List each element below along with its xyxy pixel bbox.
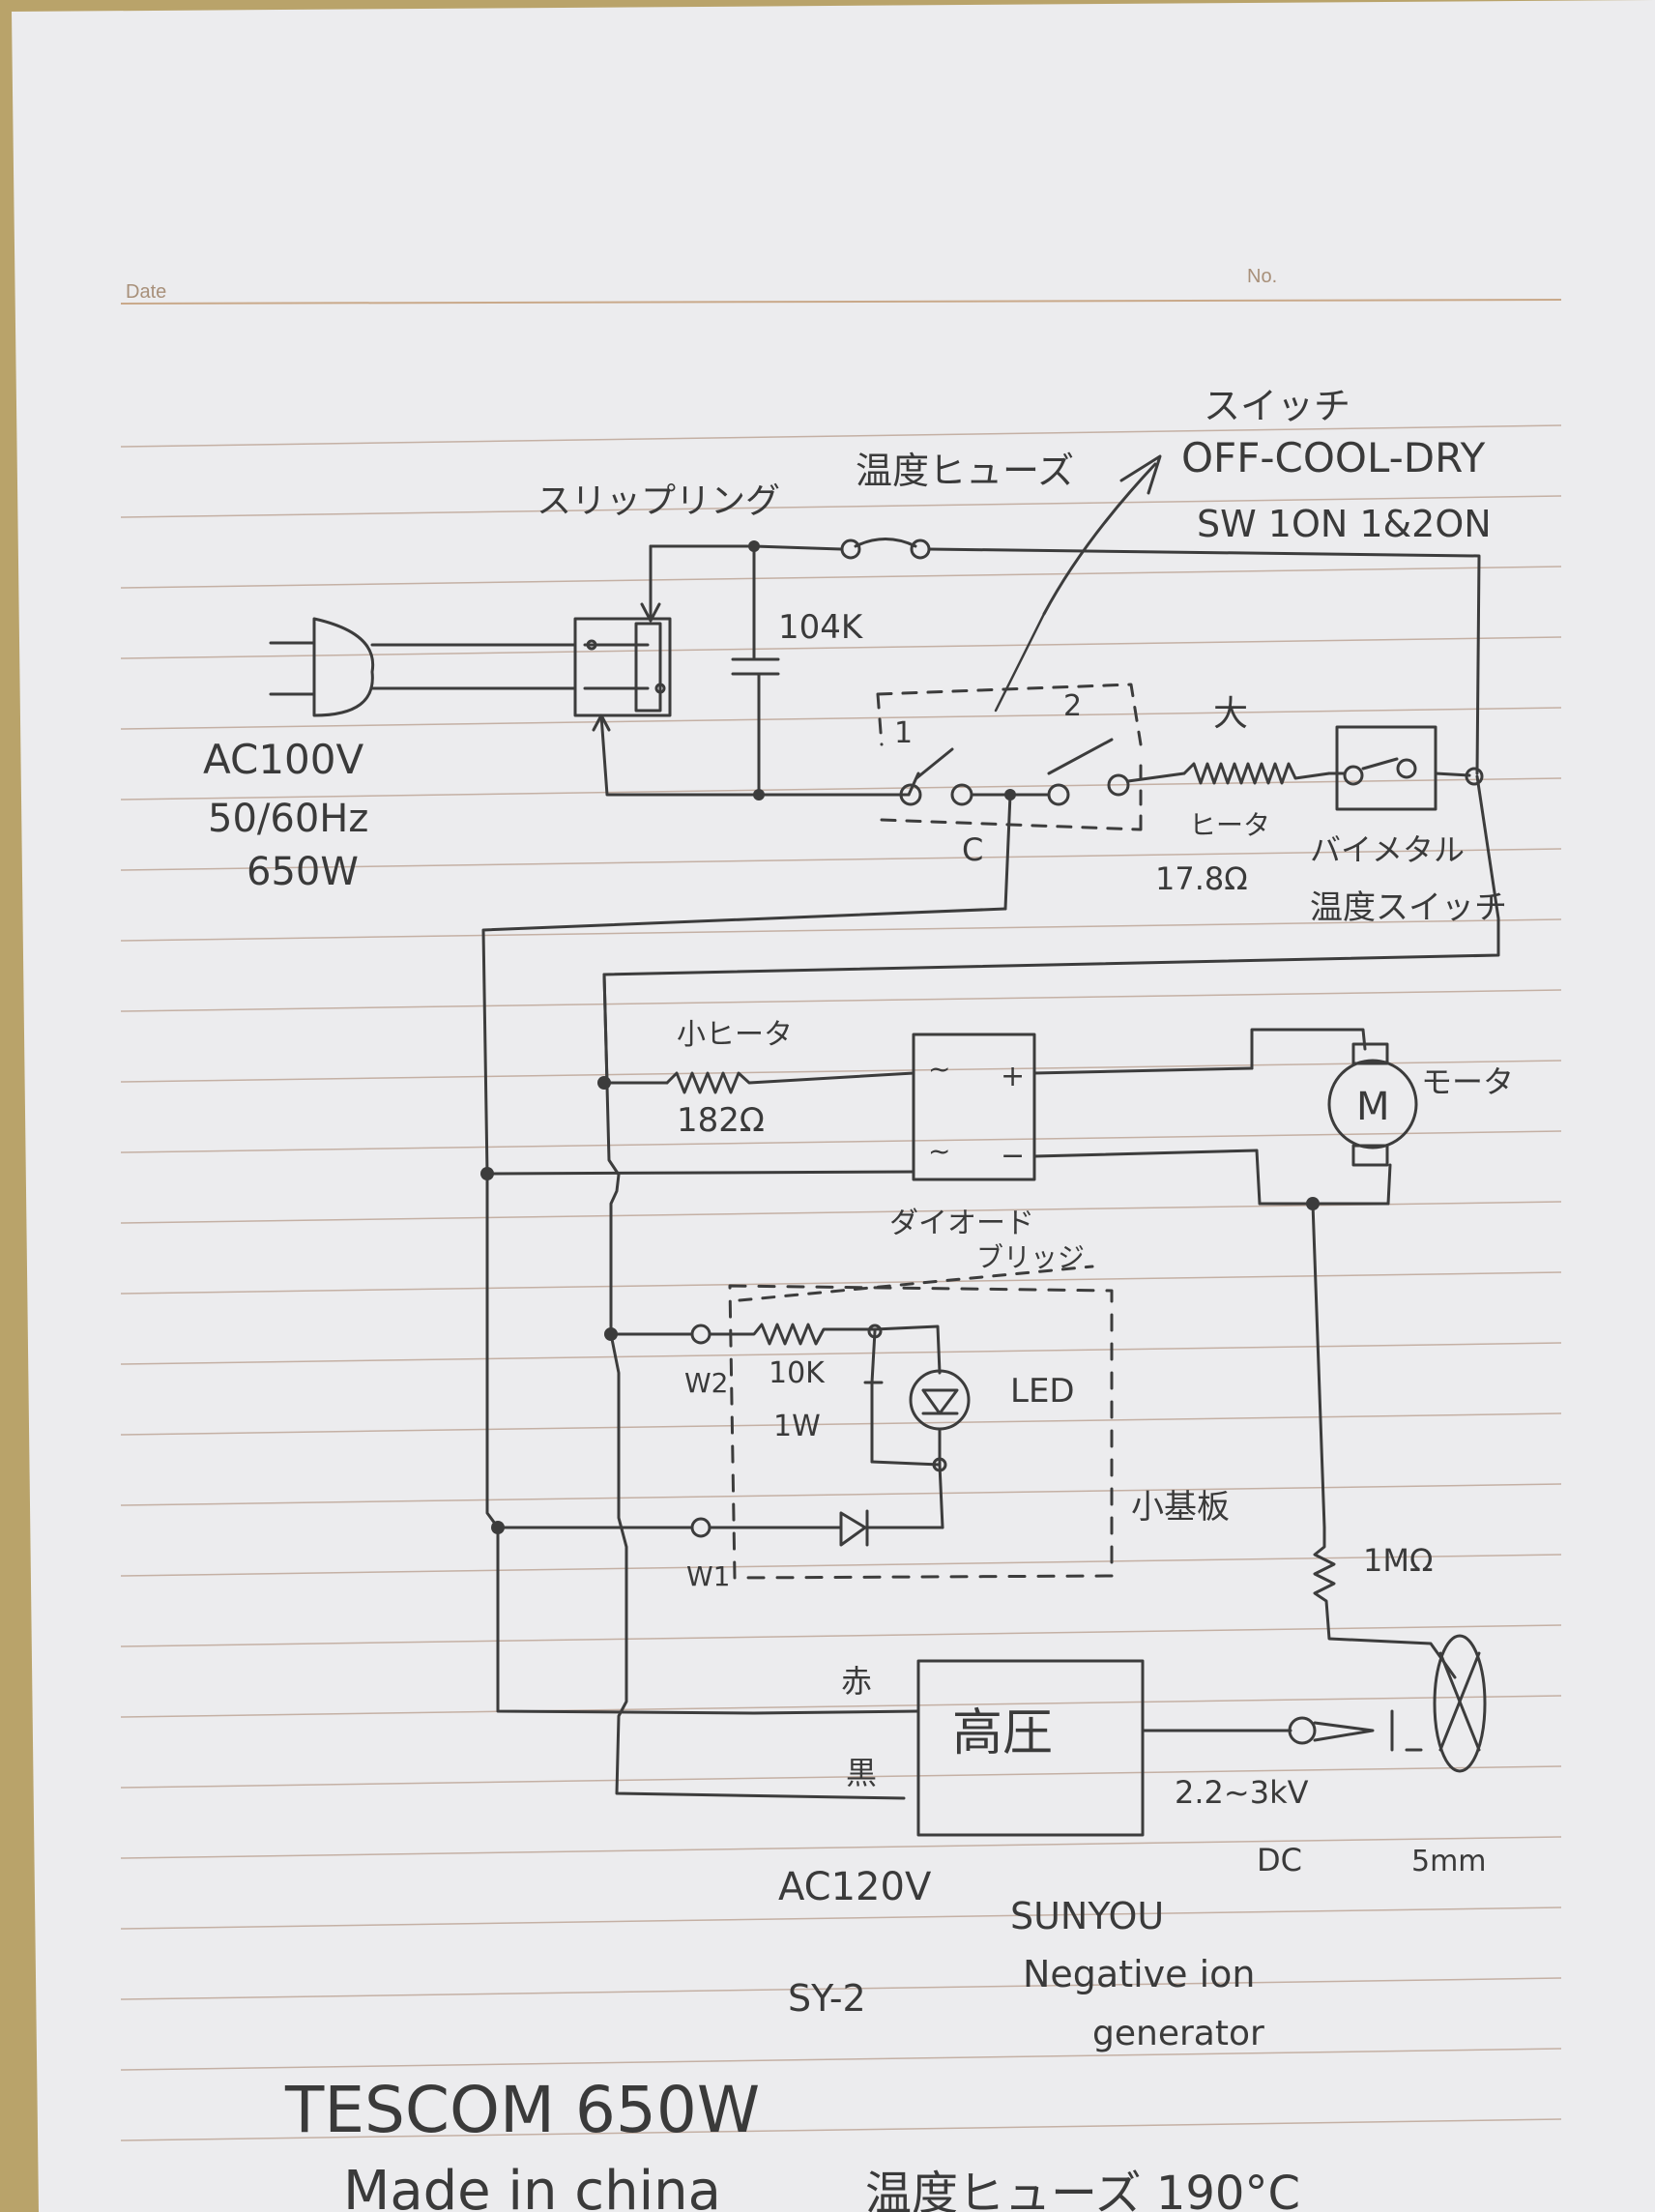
red-wire-label: 赤 [841,1663,872,1700]
res-1m-label: 1MΩ [1363,1542,1433,1579]
bridge-symbol-minus: − [1001,1139,1025,1173]
bridge-symbol-plus: + [1001,1060,1025,1093]
hv-description-2: generator [1092,2014,1264,2053]
header-rule [120,299,1562,305]
hv-model: SY-2 [788,1977,866,2020]
dc-label: DC [1257,1842,1302,1878]
electrode-icon [1433,1634,1487,1773]
power-wattage: 650W [247,850,359,894]
power-voltage: AC100V [203,736,363,783]
w2-label: W2 [684,1367,729,1399]
footer-notes: TESCOM 650W Made in china 温度ヒューズ 190°C [284,2073,1300,2212]
motor-icon [1327,1059,1418,1150]
bridge-symbol-ac1: ~ [928,1053,950,1085]
contact-c: C [962,831,983,868]
w1-label: W1 [686,1560,731,1592]
switch-positions: SW 1ON 1&2ON [1197,503,1492,545]
motor-symbol: M [1356,1085,1390,1129]
bridge-label-2: ブリッジ [976,1241,1085,1273]
black-wire-label: 黒 [846,1755,877,1791]
heater-label: ヒータ [1189,809,1270,841]
motor-label: モータ [1421,1063,1514,1100]
diode-bridge [912,1033,1036,1181]
bimetal-switch [1335,725,1437,811]
slip-ring [573,617,672,717]
number-label: No. [1247,266,1277,287]
bimetal-label: バイメタル [1310,831,1465,868]
date-label: Date [126,281,166,303]
hv-module [916,1659,1145,1837]
hv-output: 2.2~3kV [1175,1774,1309,1811]
power-frequency: 50/60Hz [208,797,368,841]
hv-module-label: 高圧 [952,1704,1053,1762]
plug-icon [312,617,375,717]
heater-value: 17.8Ω [1155,860,1248,897]
bridge-label: ダイオード [889,1207,1034,1240]
hv-description: Negative ion [1023,1953,1256,1995]
junction-dots [480,540,1320,1534]
small-heater-label: 小ヒータ [677,1018,793,1052]
contact-2: 2 [1063,689,1082,723]
switch-modes: OFF-COOL-DRY [1181,434,1486,481]
slip-ring-label: スリップリング [537,481,780,521]
thermal-fuse-label: 温度ヒューズ [856,450,1074,492]
bridge-symbol-ac2: ~ [928,1135,950,1167]
capacitor-value: 104K [778,608,864,647]
resistor-watt: 1W [773,1410,821,1443]
contact-1: 1 [894,716,913,750]
hv-maker: SUNYOU [1010,1895,1164,1937]
origin-note: Made in china [343,2160,721,2212]
handwritten-labels: 温度ヒューズ スイッチ OFF-COOL-DRY SW 1ON 1&2ON スリ… [203,385,1514,2053]
small-heater-value: 182Ω [677,1101,765,1140]
brand-model: TESCOM 650W [284,2073,760,2147]
bimetal-switch-label: 温度スイッチ [1310,888,1507,927]
gap-label: 5mm [1411,1845,1487,1878]
resistor-value: 10K [769,1356,826,1390]
large-heater-label: 大 [1213,694,1248,734]
led-label: LED [1010,1372,1075,1411]
small-board-label: 小基板 [1131,1488,1230,1527]
circuit-wires [269,454,1500,1837]
fuse-rating-note: 温度ヒューズ 190°C [865,2167,1300,2212]
hv-input: AC120V [778,1865,932,1909]
switch-title: スイッチ [1204,385,1350,427]
